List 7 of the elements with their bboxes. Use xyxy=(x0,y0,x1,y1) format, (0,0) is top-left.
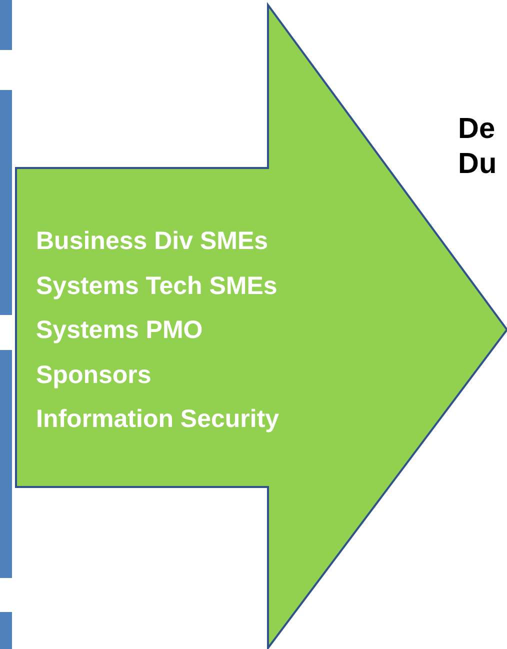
list-item-text: Sponsors xyxy=(36,360,152,390)
list-item-text: Systems Tech SMEs xyxy=(36,270,278,302)
list-item-text: Systems PMO xyxy=(36,315,204,346)
heading-text: De xyxy=(458,113,496,146)
list-item-text: Information Security xyxy=(36,404,280,435)
heading-text: Du xyxy=(458,148,497,181)
list-item-text: Business Div SMEs xyxy=(36,226,270,257)
